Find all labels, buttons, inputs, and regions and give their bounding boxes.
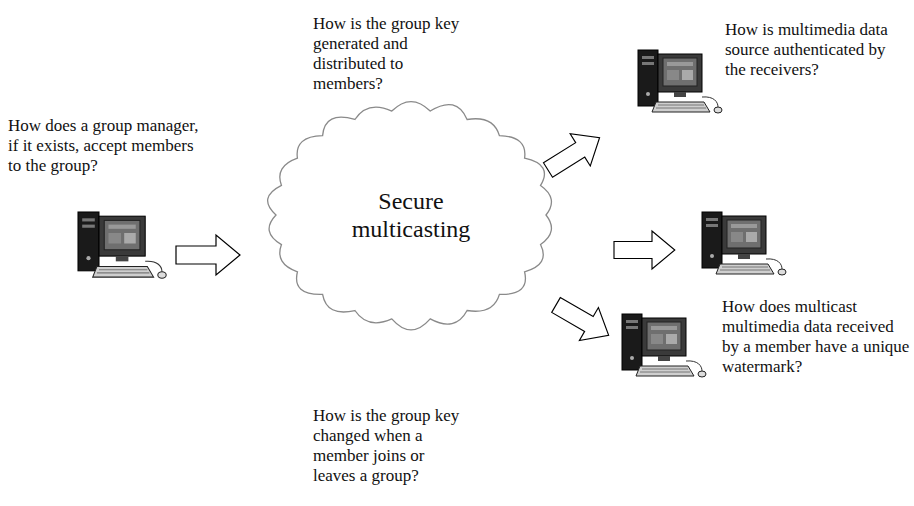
computer-icon xyxy=(702,212,786,275)
cloud-outline xyxy=(262,96,560,334)
question-label: How is the group key generated and distr… xyxy=(313,14,463,94)
question-label: How does a group manager, if it exists, … xyxy=(8,116,200,176)
question-label: How is multimedia data source authentica… xyxy=(725,20,905,80)
question-label: How does multicast multimedia data recei… xyxy=(722,297,910,377)
cloud-shape: Secure multicasting xyxy=(262,96,560,334)
block-arrow xyxy=(176,235,240,275)
block-arrow xyxy=(538,122,610,186)
cloud-outline xyxy=(268,102,552,330)
node-title: Secure multicasting xyxy=(341,187,481,243)
question-label: How is the group key changed when a memb… xyxy=(313,406,471,486)
computer-icon xyxy=(78,212,166,278)
block-arrow xyxy=(547,289,619,352)
computer-icon xyxy=(638,50,722,113)
computer-icon xyxy=(622,314,706,377)
block-arrow xyxy=(614,231,675,269)
